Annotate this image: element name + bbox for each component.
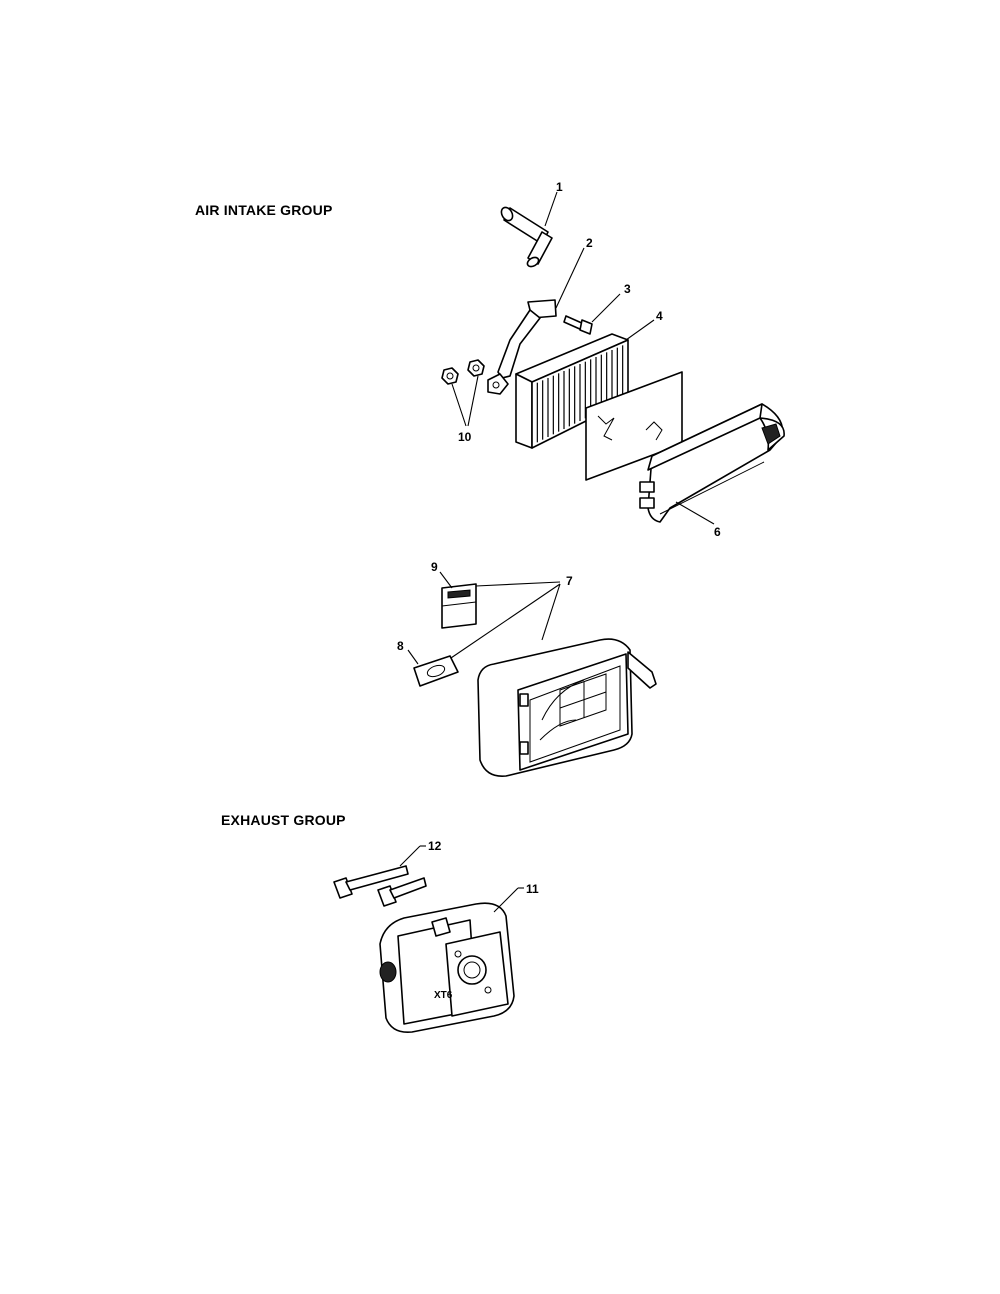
part-7-air-cleaner-base[interactable] xyxy=(477,638,657,777)
callout-10: 10 xyxy=(458,430,472,444)
part-10-nuts[interactable] xyxy=(441,359,485,385)
part-1-breather-tube[interactable] xyxy=(499,205,553,268)
muffler-marking: XT6 xyxy=(434,990,453,1001)
callout-6: 6 xyxy=(714,525,721,539)
callout-8: 8 xyxy=(397,639,404,653)
callout-4: 4 xyxy=(656,309,663,323)
part-2-bracket[interactable] xyxy=(487,299,557,395)
part-4-air-filter-element[interactable] xyxy=(515,333,629,449)
callout-2: 2 xyxy=(586,236,593,250)
callout-1: 1 xyxy=(556,180,563,194)
part-12-bolts[interactable] xyxy=(333,865,427,907)
exhaust-group-title: EXHAUST GROUP xyxy=(221,812,346,828)
part-11-muffler[interactable]: XT6 xyxy=(379,902,515,1034)
callout-3: 3 xyxy=(624,282,631,296)
part-3-screw[interactable] xyxy=(563,315,593,335)
part-9-label[interactable] xyxy=(441,583,477,629)
part-6-air-cleaner-cover[interactable] xyxy=(639,403,785,523)
part-8-gasket[interactable] xyxy=(413,655,459,687)
callout-12: 12 xyxy=(428,839,442,853)
callout-11: 11 xyxy=(526,882,539,896)
callout-7: 7 xyxy=(566,574,573,588)
air-intake-group-title: AIR INTAKE GROUP xyxy=(195,202,333,218)
callout-9: 9 xyxy=(431,560,438,574)
